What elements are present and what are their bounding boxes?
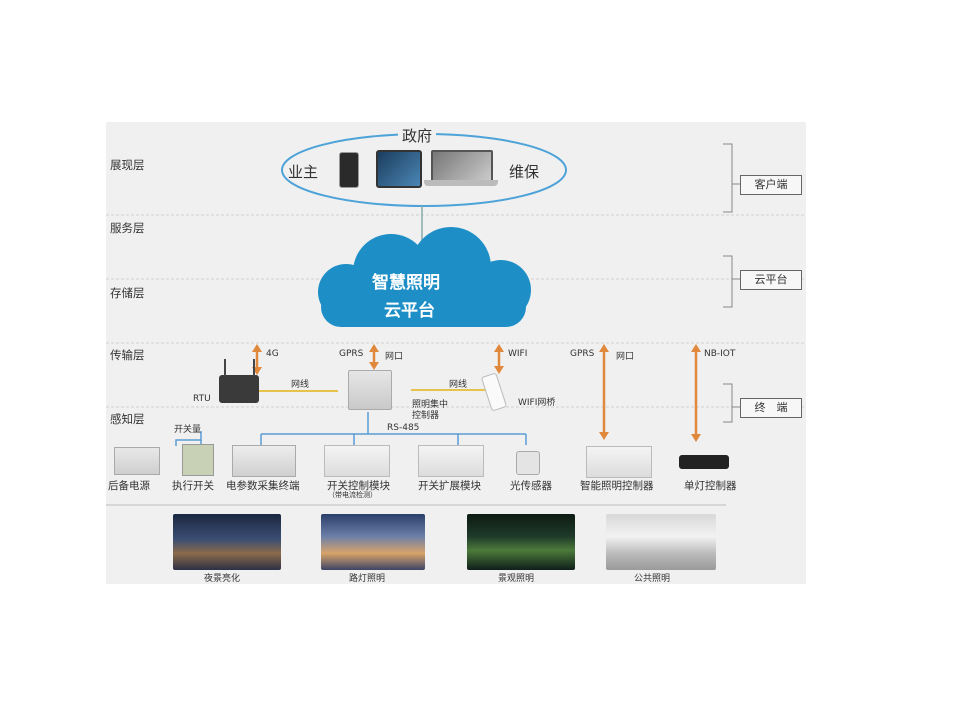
light-sensor-label: 光传感器: [510, 480, 552, 492]
public-scene-photo: [606, 514, 716, 570]
laptop-icon: [431, 150, 493, 184]
actuator-switch-device: [182, 444, 214, 476]
smart-controller-label: 智能照明控制器: [580, 480, 654, 492]
link-port-2: 网口: [616, 352, 635, 362]
light-sensor-device: [516, 451, 540, 475]
laptop-base: [424, 180, 498, 186]
arrow-wifi-head-down: [494, 366, 504, 374]
cloud-shape: [318, 227, 531, 327]
architecture-diagram: 展现层 服务层 存储层 传输层 感知层 客户端 云平台 终 端 政府 业主 维保…: [106, 122, 806, 584]
landscape-scene-label: 景观照明: [498, 574, 535, 584]
owner-label: 业主: [288, 163, 319, 181]
link-switch-box: 开关量: [174, 425, 202, 435]
actuator-switch-label: 执行开关: [172, 480, 214, 492]
switch-expansion-device: [418, 445, 484, 477]
link-cable-1: 网线: [291, 380, 310, 390]
diagram-lines: [106, 133, 806, 506]
arrow-nbiot-head-up: [691, 344, 701, 352]
backup-power-label: 后备电源: [108, 480, 150, 492]
concentrator-label-2: 控制器: [412, 411, 440, 421]
cloud-title-line2: 云平台: [384, 301, 435, 321]
power-meter-label: 电参数采集终端: [226, 480, 300, 492]
landscape-scene-photo: [467, 514, 575, 570]
link-gprs-2: GPRS: [570, 349, 595, 359]
public-scene-label: 公共照明: [634, 574, 671, 584]
link-cable-2: 网线: [449, 380, 468, 390]
link-nbiot: NB-IOT: [704, 349, 736, 359]
government-label: 政府: [398, 125, 437, 146]
terminal-bracket: [723, 383, 733, 423]
layer-transport: 传输层: [110, 348, 145, 362]
switch-module-label: 开关控制模块: [327, 480, 390, 492]
client-bracket: [723, 143, 733, 213]
street-scene-label: 路灯照明: [349, 574, 386, 584]
power-meter-device: [232, 445, 296, 477]
concentrator-label-1: 照明集中: [412, 400, 449, 410]
rtu-device: [219, 375, 259, 403]
layer-service: 服务层: [110, 221, 145, 235]
tablet-icon: [376, 150, 422, 188]
single-lamp-label: 单灯控制器: [684, 480, 737, 492]
arrow-gprs-1-head-down: [369, 362, 379, 370]
switch-expansion-label: 开关扩展模块: [418, 480, 481, 492]
link-rs485: RS-485: [387, 423, 420, 433]
cloud-title-line1: 智慧照明: [372, 273, 440, 293]
wifi-bridge-label: WIFI网桥: [518, 398, 556, 408]
terminal-box: 终 端: [740, 398, 802, 418]
arrow-group: [252, 344, 701, 442]
phone-icon: [339, 152, 359, 188]
link-port-1: 网口: [385, 352, 404, 362]
concentrator-device: [348, 370, 392, 410]
single-lamp-device: [679, 455, 729, 469]
rtu-label: RTU: [193, 394, 211, 404]
switch-module-note: （带电流检测）: [328, 491, 377, 499]
arrow-gprs-2-head-up: [599, 344, 609, 352]
arrow-gprs-2-head-down: [599, 432, 609, 440]
layer-storage: 存储层: [110, 286, 145, 300]
layer-presentation: 展现层: [110, 158, 145, 172]
switch-box-line: [175, 431, 202, 446]
rtu-antenna: [253, 359, 255, 376]
maintenance-label: 维保: [509, 163, 540, 181]
street-scene-photo: [321, 514, 425, 570]
cloud-box: 云平台: [740, 270, 802, 290]
arrow-wifi-head-up: [494, 344, 504, 352]
client-box: 客户端: [740, 175, 802, 195]
arrow-nbiot-head-down: [691, 434, 701, 442]
link-wifi: WIFI: [508, 349, 528, 359]
link-gprs-1: GPRS: [339, 349, 364, 359]
link-4g: 4G: [266, 349, 279, 359]
arrow-gprs-1-head-up: [369, 344, 379, 352]
switch-module-device: [324, 445, 390, 477]
night-scene-photo: [173, 514, 281, 570]
cloud-bracket: [723, 255, 733, 308]
arrow-4g-head-up: [252, 344, 262, 352]
rtu-antenna: [224, 359, 226, 376]
layer-perception: 感知层: [110, 412, 145, 426]
backup-power-device: [114, 447, 160, 475]
smart-controller-device: [586, 446, 652, 478]
night-scene-label: 夜景亮化: [204, 574, 241, 584]
